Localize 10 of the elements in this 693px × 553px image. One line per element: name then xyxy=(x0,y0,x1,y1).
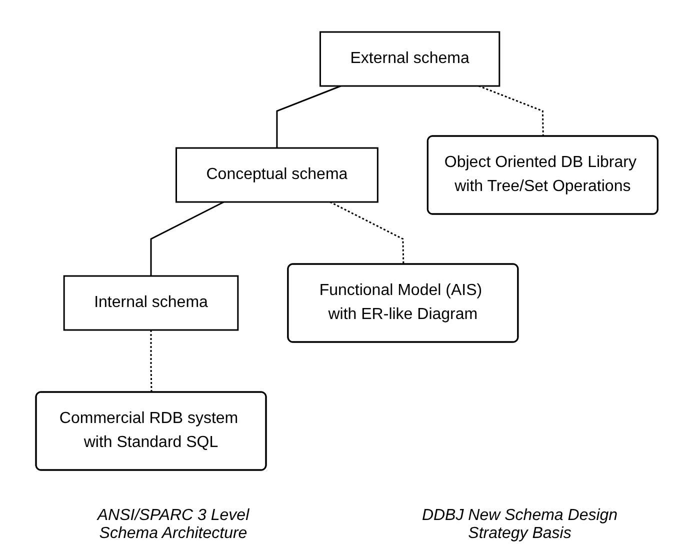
connector xyxy=(276,84,341,148)
connector xyxy=(478,84,544,136)
connector xyxy=(150,330,152,392)
node-box: External schema xyxy=(319,30,500,86)
caption-text: ANSI/SPARC 3 Level Schema Architecture xyxy=(96,507,250,543)
caption-text: DDBJ New Schema Design Strategy Basis xyxy=(420,507,619,543)
connector xyxy=(329,200,404,264)
node-box: Internal schema xyxy=(62,274,238,330)
connector xyxy=(150,200,224,276)
node-box: Conceptual schema xyxy=(175,146,378,202)
